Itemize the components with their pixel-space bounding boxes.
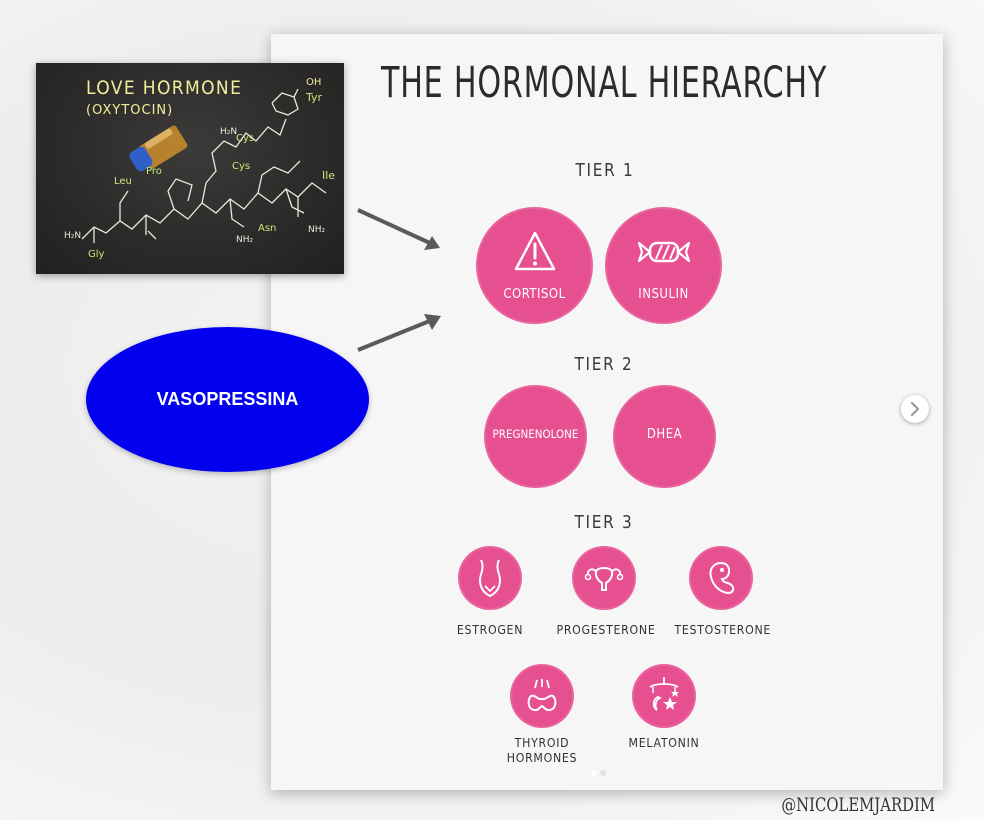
vial <box>129 125 188 172</box>
mobile-icon <box>649 677 679 711</box>
thyroid-icon <box>527 679 557 712</box>
next-slide-button[interactable] <box>901 395 929 423</box>
group-label: NH₂ <box>236 235 254 245</box>
residue-label: Cys <box>236 133 255 144</box>
tier-3-heading: TIER 3 <box>574 512 634 533</box>
group-label: NH₂ <box>308 225 326 235</box>
hormone-pregnenolone: PREGNENOLONE <box>484 385 587 488</box>
residue-label: Asn <box>258 223 277 234</box>
carousel-dots <box>591 761 609 780</box>
group-label: OH <box>306 77 322 88</box>
hormone-cortisol: CORTISOL <box>476 207 593 324</box>
hormone-estrogen <box>458 546 522 610</box>
thyroid-label-line1: THYROID <box>514 735 570 750</box>
infographic-title: THE HORMONAL HIERARCHY <box>381 58 828 108</box>
candy-icon <box>637 241 691 263</box>
hormone-label: DHEA <box>646 427 683 442</box>
group-label: H₂N <box>64 231 82 241</box>
hormone-label-melatonin: MELATONIN <box>628 735 700 750</box>
chevron-right-icon <box>910 402 920 416</box>
fetus-icon <box>709 561 735 595</box>
residue-label: Cys <box>232 161 251 172</box>
uterus-icon <box>584 567 624 591</box>
group-label: H₂N <box>220 127 238 137</box>
carousel-dot-active[interactable] <box>591 770 597 776</box>
hormone-melatonin <box>632 664 696 728</box>
oxytocin-photo: LOVE HORMONE (OXYTOCIN) OH Tyr H₂N Cys P… <box>36 63 344 274</box>
hormone-label-progesterone: PROGESTERONE <box>556 622 656 637</box>
residue-label: Pro <box>146 166 162 177</box>
photo-subtitle: (OXYTOCIN) <box>86 103 174 118</box>
tier-1-heading: TIER 1 <box>575 160 635 181</box>
torso-icon <box>478 559 502 598</box>
warning-icon <box>514 231 556 271</box>
hormone-label: CORTISOL <box>503 287 566 302</box>
hormone-insulin: INSULIN <box>605 207 722 324</box>
thyroid-label-line2: HORMONES <box>506 750 578 765</box>
hormone-label: INSULIN <box>638 287 689 302</box>
hormone-dhea: DHEA <box>613 385 716 488</box>
tier-2-heading: TIER 2 <box>574 354 634 375</box>
infographic-card <box>271 34 943 790</box>
residue-label: Leu <box>114 176 132 187</box>
author-handle: @NICOLEMJARDIM <box>781 794 935 816</box>
hormone-progesterone <box>572 546 636 610</box>
photo-title: LOVE HORMONE <box>86 77 243 99</box>
vasopressina-callout: VASOPRESSINA <box>86 327 369 472</box>
carousel-dot[interactable] <box>600 770 606 776</box>
callout-label: VASOPRESSINA <box>156 389 299 409</box>
hormone-label: PREGNENOLONE <box>492 427 579 441</box>
residue-label: Gly <box>88 249 105 260</box>
residue-label: Tyr <box>306 91 323 104</box>
hormone-testosterone <box>689 546 753 610</box>
hormone-label-testosterone: TESTOSTERONE <box>674 622 772 637</box>
hormone-thyroid <box>510 664 574 728</box>
residue-label: Ile <box>322 169 336 182</box>
molecule-drawing <box>81 88 327 243</box>
hormone-label-thyroid: THYROID HORMONES <box>500 735 584 765</box>
hormone-label-estrogen: ESTROGEN <box>456 622 524 637</box>
